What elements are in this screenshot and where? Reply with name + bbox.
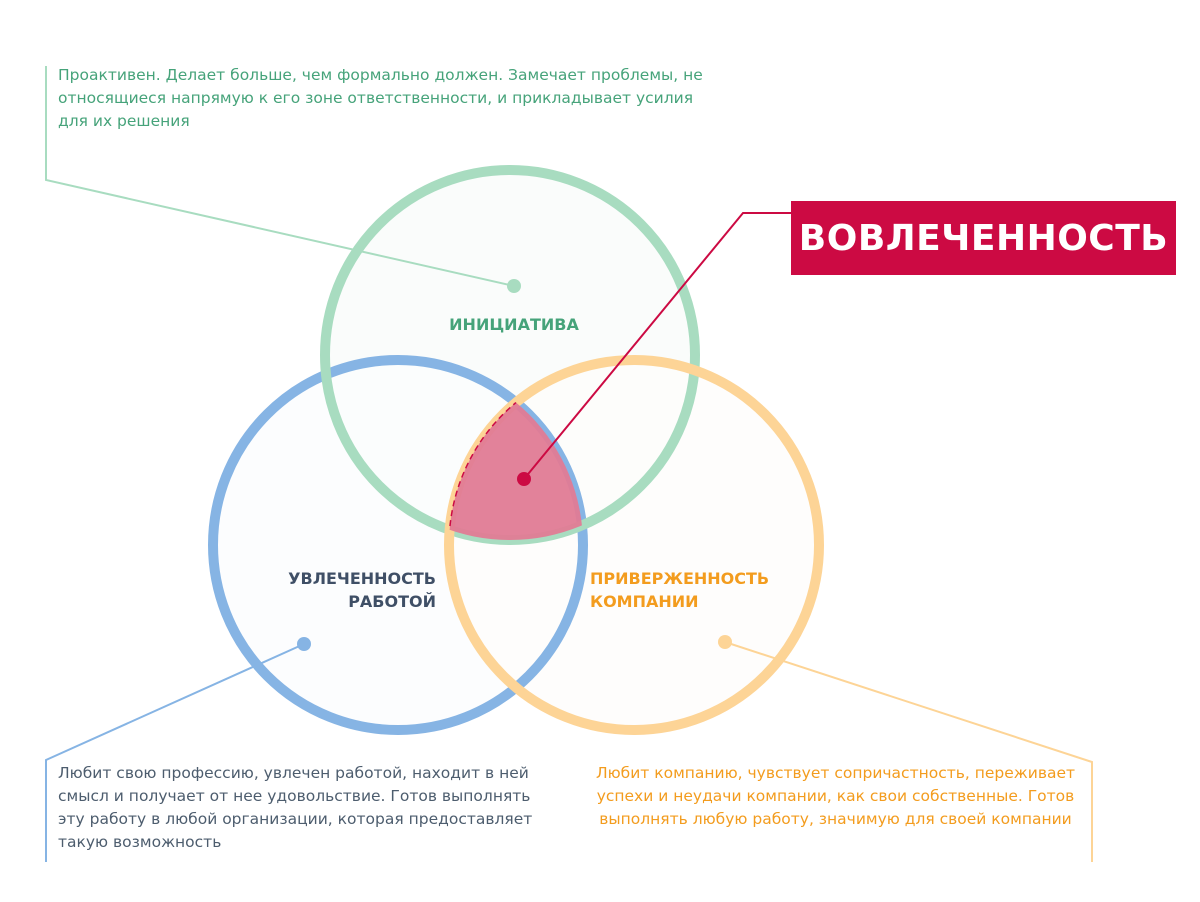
passion-marker (297, 637, 311, 651)
initiative-description: Проактивен. Делает больше, чем формально… (58, 66, 703, 130)
initiative-connector (45, 66, 515, 287)
engagement-marker (517, 472, 531, 486)
passion-connector (45, 643, 305, 862)
commitment-circle (444, 355, 824, 735)
initiative-label: ИНИЦИАТИВА (449, 315, 579, 334)
passion-label-line2: РАБОТОЙ (348, 592, 436, 611)
commitment-connector (724, 641, 1093, 862)
commitment-label-line2: КОМПАНИИ (590, 592, 699, 611)
engagement-connector (523, 212, 791, 480)
initiative-marker (507, 279, 521, 293)
engagement-title: ВОВЛЕЧЕННОСТЬ (798, 217, 1169, 259)
commitment-marker (718, 635, 732, 649)
passion-circle (208, 355, 588, 735)
engagement-overlap (448, 360, 583, 540)
passion-label-line1: УВЛЕЧЕННОСТЬ (288, 569, 436, 588)
passion-description: Любит свою профессию, увлечен работой, н… (58, 764, 533, 851)
commitment-label-line1: ПРИВЕРЖЕННОСТЬ (590, 569, 769, 588)
engagement-banner: ВОВЛЕЧЕННОСТЬ (791, 201, 1176, 275)
commitment-description: Любит компанию, чувствует сопричастность… (595, 764, 1076, 828)
